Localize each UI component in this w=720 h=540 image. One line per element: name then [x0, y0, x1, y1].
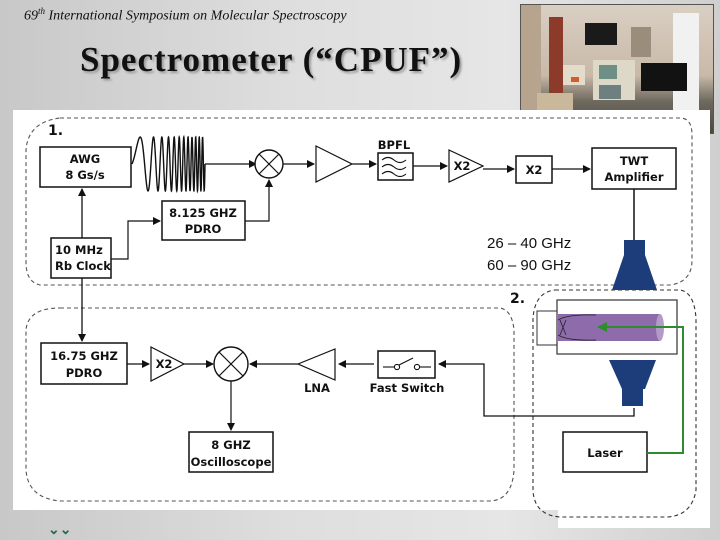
awg-box: AWG 8 Gs/s [39, 146, 132, 188]
section2-label: 2. [510, 291, 525, 307]
laser-beam [597, 322, 684, 454]
wire-horn-switch [438, 360, 635, 417]
bpfl-label: BPFL [378, 138, 411, 152]
multiplier-amp-label: X2 [454, 159, 471, 173]
rx-multiplier-label: X2 [156, 357, 173, 371]
bandpass-filter: BPFL [377, 138, 414, 181]
section2b-outline [532, 289, 697, 518]
pdro2-box: 16.75 GHZ PDRO [40, 342, 128, 385]
mixer-2 [213, 346, 249, 382]
rx-multiplier [150, 346, 186, 382]
section1-outline [25, 117, 693, 286]
fast-switch-label: Fast Switch [370, 381, 445, 395]
lna-icon [296, 348, 336, 381]
pdro1-label: PDRO [185, 222, 222, 236]
awg-label: AWG [70, 152, 101, 166]
receive-horn-icon [609, 360, 656, 406]
twt-amplifier-box: TWT Amplifier [591, 147, 677, 190]
chirp-waveform [131, 134, 206, 194]
twt-label: TWT [620, 154, 649, 168]
frequency-range-1: 26 – 40 GHz [487, 235, 571, 252]
rb-clock-box: 10 MHz Rb Clock [50, 237, 112, 279]
frequency-range-2: 60 – 90 GHz [487, 257, 571, 274]
rb-clock-freq: 10 MHz [55, 243, 103, 257]
multiplier-box-label: X2 [526, 163, 543, 177]
conference-number: 69 [24, 8, 38, 24]
transmit-horn-icon [612, 240, 657, 290]
mixer-1 [254, 149, 284, 179]
logo-chevrons-icon: ⌄⌄ [48, 521, 72, 537]
section2a-outline [25, 307, 515, 502]
section1-label: 1. [48, 123, 63, 139]
fast-switch: Fast Switch [370, 350, 445, 395]
pdro2-freq: 16.75 GHZ [50, 349, 118, 363]
multiplier-amplifier [448, 149, 485, 183]
laser-box: Laser [562, 431, 648, 473]
rb-clock-label: Rb Clock [55, 259, 111, 273]
oscilloscope-label: Oscilloscope [191, 455, 272, 469]
conference-number-suffix: th [38, 6, 46, 16]
conference-title: 69th International Symposium on Molecula… [24, 6, 347, 25]
slide-title: Spectrometer (“CPUF”) [80, 40, 463, 79]
wire-clock-pdro1 [111, 217, 161, 260]
pdro1-box: 8.125 GHZ PDRO [161, 200, 246, 241]
pdro1-freq: 8.125 GHZ [169, 206, 237, 220]
oscilloscope-box: 8 GHZ Oscilloscope [188, 431, 274, 473]
awg-rate: 8 Gs/s [65, 168, 104, 182]
pdro2-label: PDRO [66, 366, 103, 380]
wire-pdro1-mixer [245, 179, 273, 222]
multiplier-box [515, 155, 553, 184]
oscilloscope-freq: 8 GHZ [211, 438, 250, 452]
twt-amplifier-label: Amplifier [605, 170, 664, 184]
amplifier-icon [315, 145, 354, 183]
lna-label: LNA [304, 381, 330, 395]
conference-name: International Symposium on Molecular Spe… [45, 8, 347, 24]
laser-label: Laser [587, 446, 623, 460]
